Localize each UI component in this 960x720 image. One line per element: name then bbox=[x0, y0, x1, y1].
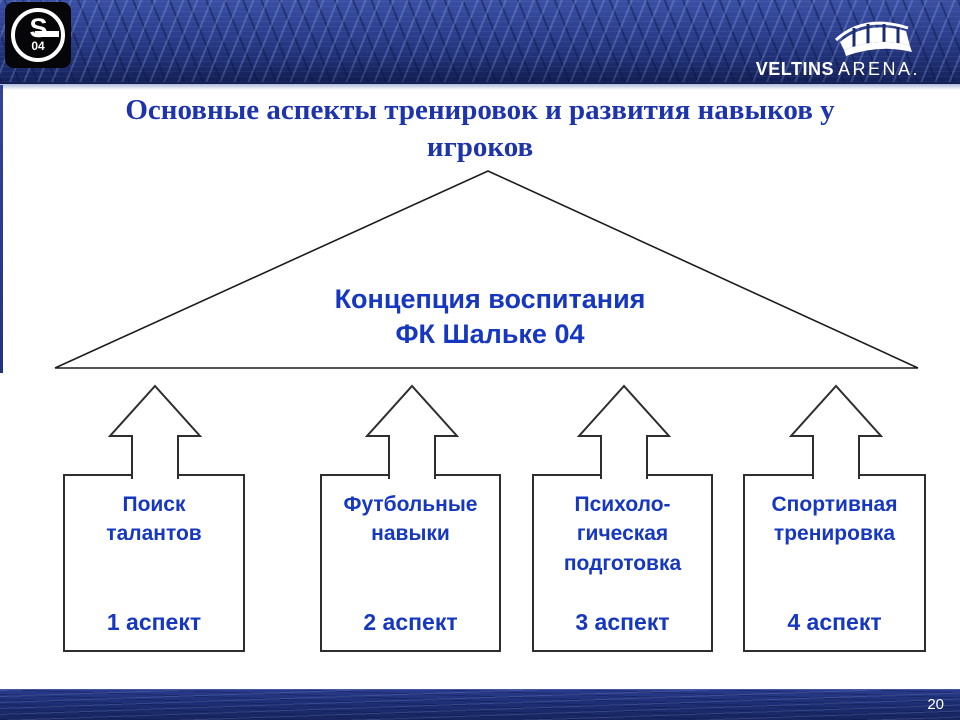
schalke-04-badge-icon: S 04 bbox=[5, 2, 71, 68]
aspect-3-label: Психоло- гическая подготовка bbox=[563, 493, 682, 575]
footer-bar: 20 bbox=[0, 689, 960, 720]
page-number: 20 bbox=[927, 696, 944, 713]
schalke-badge-number: 04 bbox=[31, 38, 45, 53]
page-title: Основные аспекты тренировок и развития н… bbox=[125, 94, 835, 164]
aspect-1-label: Поиск талантов bbox=[106, 493, 202, 546]
aspect-3-caption: 3 аспект bbox=[575, 609, 670, 635]
left-edge-strip bbox=[0, 85, 3, 373]
header-bottom-fade bbox=[0, 84, 960, 90]
schalke-badge-letter: S bbox=[29, 13, 47, 44]
aspect-box-4: Спортивная тренировка 4 аспект bbox=[743, 474, 926, 652]
veltins-arena-stadium-icon bbox=[834, 21, 912, 56]
aspect-4-label: Спортивная тренировка bbox=[771, 493, 898, 546]
aspect-box-3: Психоло- гическая подготовка 3 аспект bbox=[532, 474, 713, 652]
arena-text: ARENA. bbox=[837, 59, 920, 79]
pyramid-label: Концепция воспитания ФК Шальке 04 bbox=[334, 284, 646, 350]
up-arrow-3 bbox=[576, 384, 672, 479]
aspect-2-caption: 2 аспект bbox=[363, 609, 458, 635]
schalke-badge-ring: S 04 bbox=[11, 8, 65, 62]
aspect-box-1: Поиск талантов 1 аспект bbox=[63, 474, 245, 652]
aspect-box-2: Футбольные навыки 2 аспект bbox=[320, 474, 501, 652]
aspect-1-caption: 1 аспект bbox=[106, 609, 202, 635]
up-arrow-1 bbox=[107, 384, 203, 479]
veltins-brand-text: VELTINS bbox=[755, 59, 834, 79]
up-arrow-4 bbox=[788, 384, 884, 479]
header-banner bbox=[0, 0, 960, 84]
aspect-4-caption: 4 аспект bbox=[787, 609, 882, 635]
up-arrow-2 bbox=[364, 384, 460, 479]
aspect-2-label: Футбольные навыки bbox=[343, 493, 478, 546]
